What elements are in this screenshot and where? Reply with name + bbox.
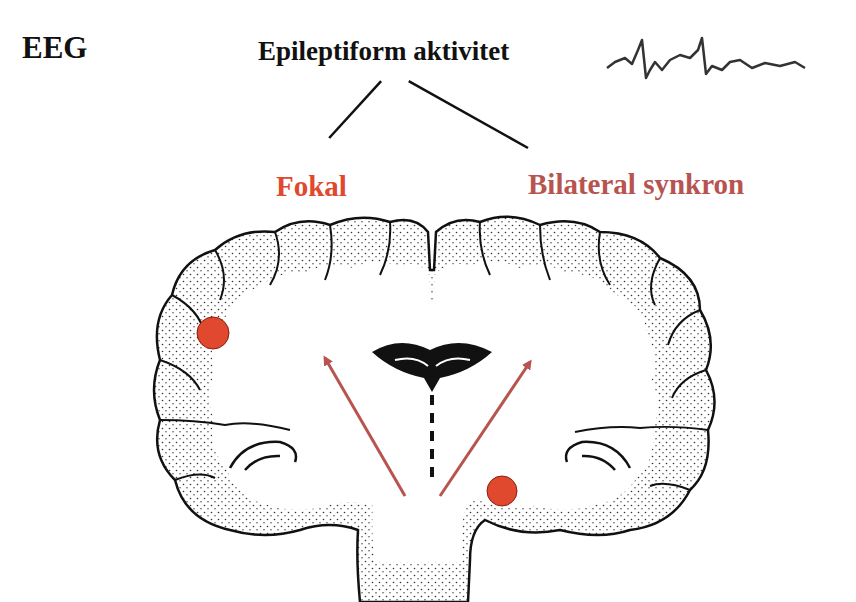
heading-label: EEG	[22, 30, 87, 66]
brain-coronal-section	[154, 217, 715, 602]
focus-dot	[487, 476, 517, 506]
propagation-arrow	[440, 362, 530, 496]
text-node: Epileptiform aktivitet	[258, 36, 509, 81]
node-text: Fokal	[276, 170, 347, 203]
text-node: Bilateral synkron	[528, 148, 744, 201]
node-text: Epileptiform aktivitet	[258, 36, 509, 67]
node-text: Bilateral synkron	[528, 168, 744, 201]
text-node: Fokal	[276, 138, 347, 203]
branch-line	[329, 81, 381, 138]
ventricles	[372, 343, 492, 478]
sulci	[160, 222, 708, 490]
branch-line	[409, 81, 528, 148]
focus-dot	[197, 317, 229, 349]
cortex	[154, 217, 715, 602]
eeg-waveform	[607, 38, 805, 78]
propagation-arrow	[325, 358, 405, 496]
white-matter	[210, 261, 658, 562]
